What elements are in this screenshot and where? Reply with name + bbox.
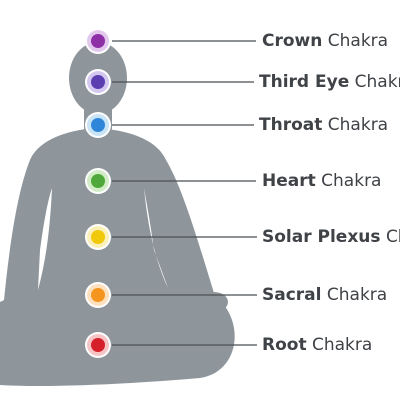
chakra-suffix: Chakra (327, 115, 389, 135)
chakra-label-third-eye: Third Eye Chakr (259, 72, 400, 92)
chakra-name: Heart (262, 171, 316, 191)
chakra-dot-heart (91, 174, 105, 188)
chakra-name: Crown (262, 31, 323, 51)
chakra-name: Root (262, 335, 307, 355)
chakra-name: Throat (259, 115, 323, 135)
chakra-dots (85, 28, 111, 358)
chakra-label-sacral: Sacral Chakra (262, 285, 387, 305)
chakra-dot-crown (91, 34, 105, 48)
chakra-dot-root (91, 338, 105, 352)
chakra-label-solar-plexus: Solar Plexus Ch (262, 227, 400, 247)
chakra-dot-third-eye (91, 75, 105, 89)
chakra-dot-throat (91, 118, 105, 132)
chakra-suffix: Chakra (321, 171, 382, 191)
chakra-suffix: Ch (385, 227, 400, 247)
chakra-label-throat: Throat Chakra (259, 115, 388, 135)
chakra-dot-solar-plexus (91, 230, 105, 244)
chakra-suffix: Chakr (354, 72, 400, 92)
chakra-suffix: Chakra (326, 285, 388, 305)
chakra-name: Sacral (262, 285, 322, 305)
chakra-label-root: Root Chakra (262, 335, 372, 355)
chakra-name: Third Eye (259, 72, 350, 92)
figure-body (0, 42, 235, 387)
chakra-dot-sacral (91, 288, 105, 302)
chakra-label-heart: Heart Chakra (262, 171, 381, 191)
chakra-suffix: Chakra (311, 335, 373, 355)
chakra-name: Solar Plexus (262, 227, 381, 247)
leader-lines (112, 40, 257, 346)
chakra-label-crown: Crown Chakra (262, 31, 388, 51)
chakra-suffix: Chakra (327, 31, 389, 51)
